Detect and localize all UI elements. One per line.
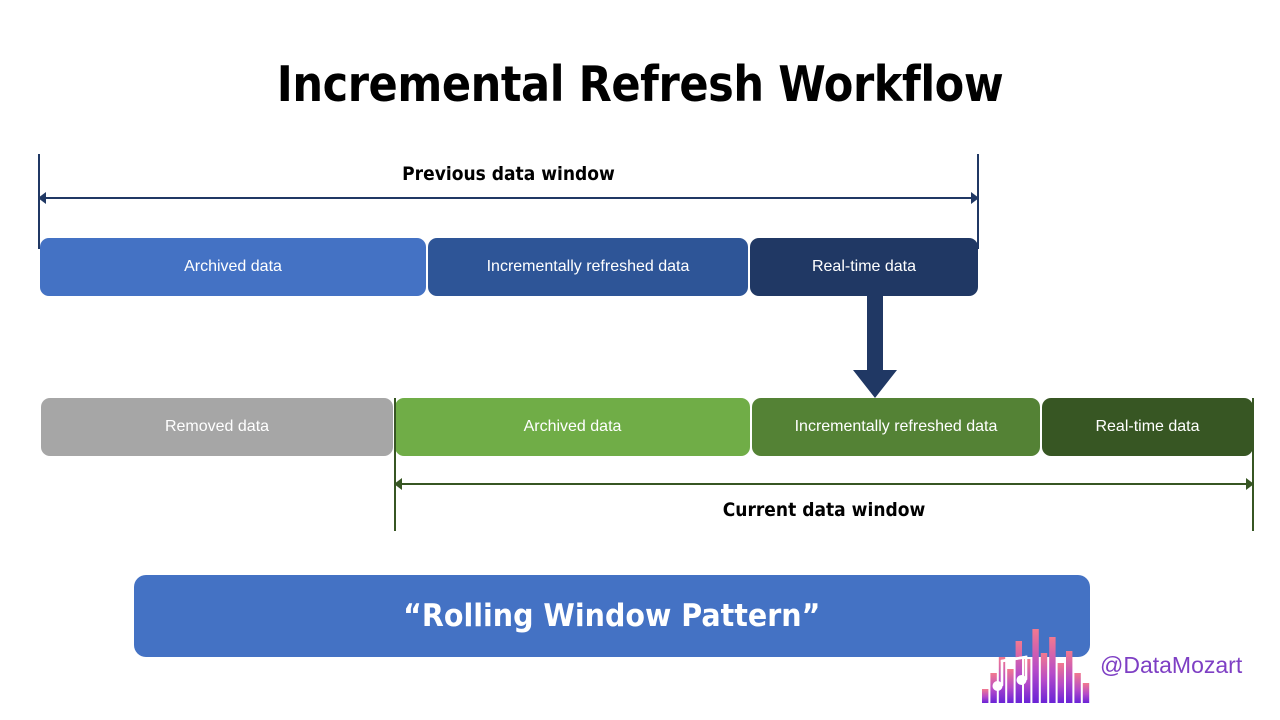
- current-segment-removed-label: Removed data: [164, 418, 270, 435]
- current-segment-incremental[interactable]: Incrementally refreshed data: [752, 398, 1040, 456]
- current-segment-realtime-label: Real-time data: [1095, 418, 1200, 435]
- current-window-right-tick: [1252, 398, 1254, 531]
- brand-watermark: @DataMozart: [980, 625, 1270, 705]
- current-window-left-tick: [394, 398, 396, 531]
- previous-window-dimension-arrow: [38, 192, 979, 204]
- current-segment-realtime[interactable]: Real-time data: [1042, 398, 1253, 456]
- page-title: Incremental Refresh Workflow: [276, 56, 1004, 113]
- previous-segment-incremental[interactable]: Incrementally refreshed data: [428, 238, 748, 296]
- previous-segment-realtime-label: Real-time data: [811, 258, 917, 275]
- rolling-window-callout-label: “Rolling Window Pattern”: [403, 598, 821, 634]
- current-segment-incremental-label: Incrementally refreshed data: [794, 418, 998, 435]
- current-window-dimension-arrow: [394, 478, 1254, 490]
- previous-segment-archived-label: Archived data: [184, 258, 282, 275]
- previous-segment-incremental-label: Incrementally refreshed data: [486, 258, 690, 275]
- current-segment-archived[interactable]: Archived data: [395, 398, 750, 456]
- real-time-to-incremental-arrow: [851, 296, 899, 400]
- current-segment-archived-label: Archived data: [523, 418, 622, 435]
- current-segment-removed[interactable]: Removed data: [41, 398, 393, 456]
- previous-window-label: Previous data window: [402, 163, 615, 185]
- rolling-window-callout[interactable]: “Rolling Window Pattern”: [134, 575, 1090, 657]
- brand-handle-label: @DataMozart: [1100, 651, 1243, 678]
- current-window-label: Current data window: [722, 499, 926, 521]
- previous-segment-archived[interactable]: Archived data: [40, 238, 426, 296]
- datamozart-equalizer-logo: [982, 629, 1090, 703]
- previous-segment-realtime[interactable]: Real-time data: [750, 238, 978, 296]
